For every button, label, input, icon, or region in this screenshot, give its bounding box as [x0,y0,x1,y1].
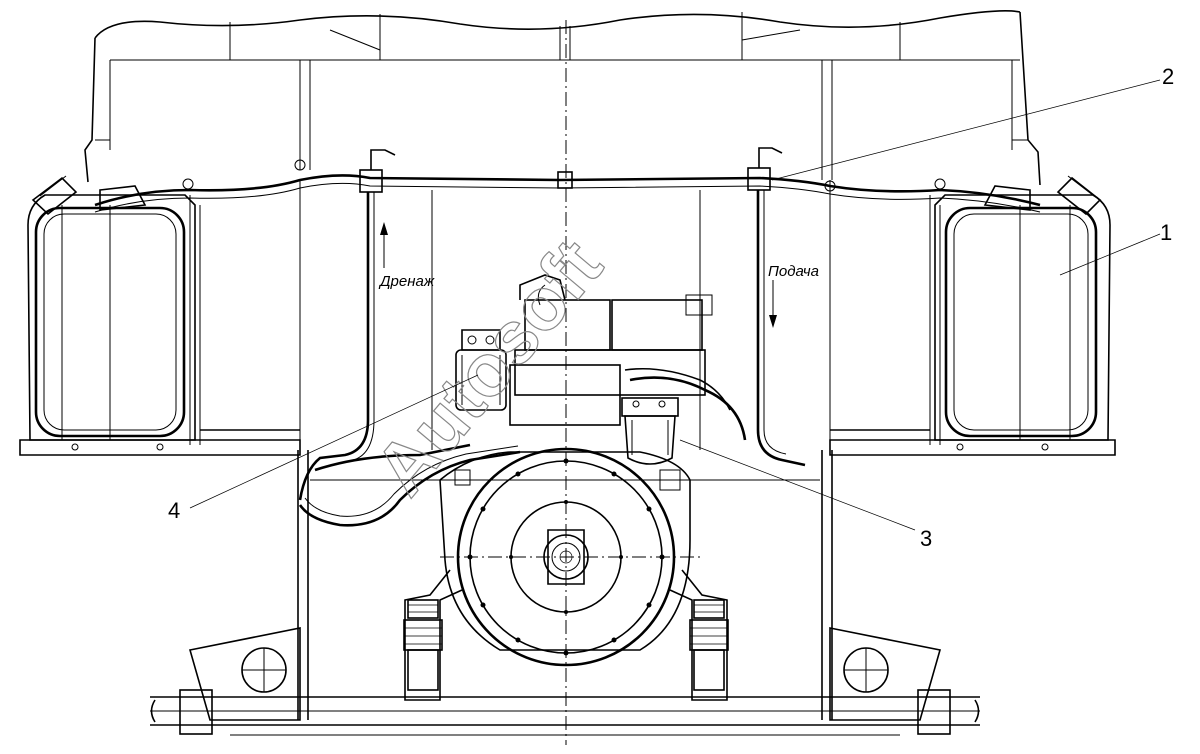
engine-block [509,274,747,441]
filler-cap-left [31,175,78,216]
flywheel-bolts [467,458,665,656]
callout-leaders [189,79,1161,531]
cab-frame [84,10,1041,186]
callout-1: 1 [1160,220,1172,245]
fuel-tank-right [829,175,1116,456]
fuel-line-top [94,147,1041,213]
supply-flow-arrow [769,280,777,328]
rear-axle-beam [150,627,980,736]
fuel-tank-left [19,175,301,456]
engine-mount-left [403,569,463,701]
callout-3: 3 [920,526,932,551]
callout-4: 4 [168,498,180,523]
chassis-frame [189,180,941,720]
filler-cap-right [1056,175,1102,216]
fine-fuel-filter [455,329,507,411]
drain-label: Дренаж [378,273,435,290]
coarse-fuel-filter [621,397,679,465]
flywheel-housing [439,447,691,667]
engine-mount-right [669,569,729,701]
supply-label: Подача [768,263,819,280]
supply-line [756,190,806,467]
drain-flow-arrow [380,222,388,268]
watermark: Autosoft [359,224,618,510]
flexible-fuel-hoses [298,443,521,527]
callout-2: 2 [1162,64,1174,89]
